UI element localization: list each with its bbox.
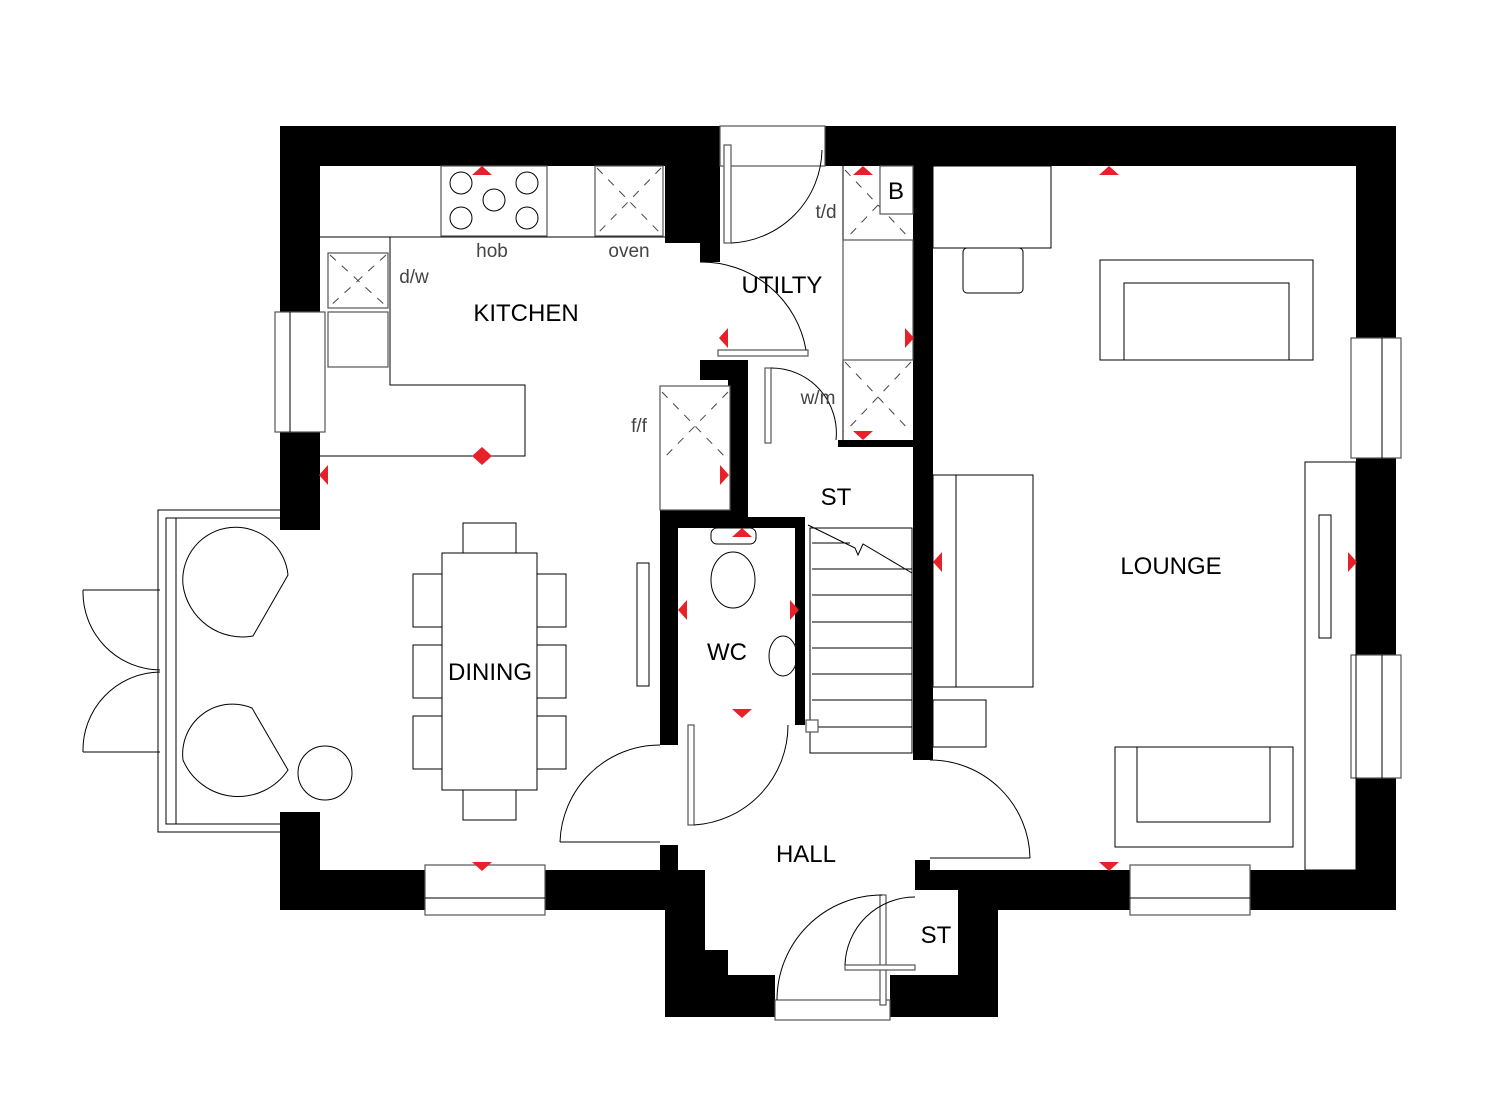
bay-window xyxy=(157,509,280,833)
dining-furniture xyxy=(182,522,650,821)
fridge-freezer-icon xyxy=(659,385,731,511)
sink-icon xyxy=(327,311,389,368)
sofa-icon xyxy=(1099,259,1314,361)
room-label-lounge: LOUNGE xyxy=(1120,553,1221,580)
room-label-dining: DINING xyxy=(448,659,532,686)
red-markers xyxy=(319,166,1357,871)
wc-fixtures xyxy=(710,527,798,677)
hob-icon xyxy=(440,165,548,237)
oven-icon xyxy=(594,165,664,237)
stairs xyxy=(805,524,913,754)
room-label-kitchen: KITCHEN xyxy=(473,300,578,327)
oven-label: oven xyxy=(608,241,649,262)
kitchen-units xyxy=(320,165,914,511)
washing-machine-label: w/m xyxy=(800,388,836,409)
side-table-icon xyxy=(297,745,353,801)
hob-label: hob xyxy=(476,241,508,262)
windows xyxy=(274,311,1402,916)
boiler-icon xyxy=(879,165,914,215)
lounge-furniture xyxy=(932,165,1357,871)
room-label-store-lower: ST xyxy=(921,922,952,949)
room-label-utility: UTILTY xyxy=(742,272,823,299)
toilet-icon xyxy=(710,527,757,545)
armchair-icon xyxy=(182,703,289,798)
room-label-hall: HALL xyxy=(776,841,836,868)
fireplace-icon xyxy=(1318,514,1332,639)
fridge-freezer-label: f/f xyxy=(631,416,648,437)
sofa-icon xyxy=(932,474,1034,688)
doors xyxy=(82,125,1031,1021)
sofa-icon xyxy=(1114,746,1294,848)
walls xyxy=(280,126,1396,1017)
tumble-dryer-label: t/d xyxy=(815,202,836,223)
room-label-wc: WC xyxy=(707,639,747,666)
dishwasher-label: d/w xyxy=(399,267,429,288)
boiler-label: B xyxy=(888,178,904,205)
armchair-icon xyxy=(182,526,289,638)
basin-icon xyxy=(768,635,798,677)
room-label-store-upper: ST xyxy=(821,484,852,511)
